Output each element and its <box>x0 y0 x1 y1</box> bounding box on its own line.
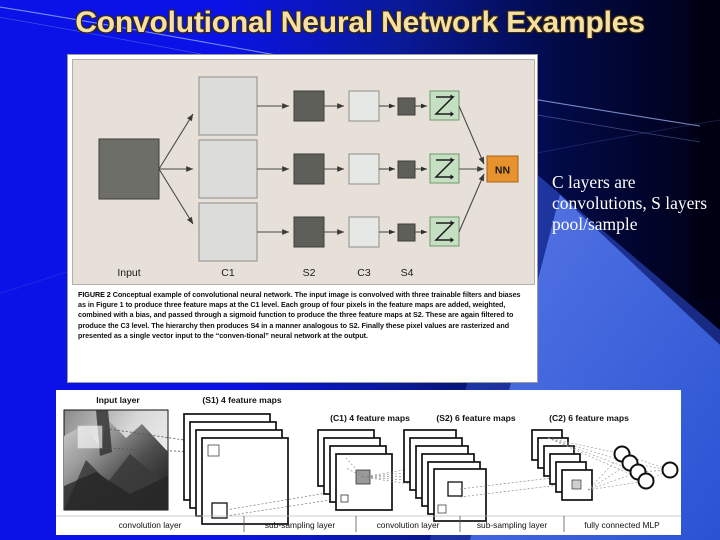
input-box <box>98 138 160 200</box>
s4-box <box>397 160 416 179</box>
s2-box <box>293 216 325 248</box>
stage-label-c1: C1 <box>221 267 235 279</box>
stage-label-input: Input <box>117 267 140 279</box>
s2-box <box>293 90 325 122</box>
fig2-label-c1: (C1) 4 feature maps <box>330 413 410 423</box>
fig2-label-c2: (C2) 6 feature maps <box>549 413 629 423</box>
nn-output-box <box>486 155 519 183</box>
s4-box <box>397 97 416 116</box>
figure-1-panel: NN Input C1 S2 C3 S4 FIGURE 2 Conceptual… <box>67 54 538 383</box>
input-image <box>63 409 169 511</box>
lenet-architecture-diagram: Input layer (S1) 4 feature maps (C1) 4 f… <box>56 390 681 535</box>
stage-label-s2: S2 <box>303 267 316 279</box>
s1-feature-map-stack <box>183 413 289 525</box>
rasterize-box <box>429 153 460 184</box>
cnn-conceptual-diagram: NN Input C1 S2 C3 S4 <box>98 76 519 279</box>
fig2-bottom-label-sub2: sub-sampling layer <box>477 520 547 530</box>
fig2-bottom-label-conv1: convolution layer <box>119 520 182 530</box>
figure-1-caption-text: Conceptual example of convolutional neur… <box>78 290 521 340</box>
note-text: C layers are convolutions, S layers pool… <box>552 172 708 234</box>
c3-box <box>348 90 380 122</box>
s2-box <box>293 153 325 185</box>
rasterize-box <box>429 216 460 247</box>
s4-box <box>397 223 416 242</box>
c3-box <box>348 216 380 248</box>
s2-feature-map-stack <box>403 429 487 522</box>
c1-feature-map-stack <box>317 429 393 511</box>
figure-1-diagram: NN Input C1 S2 C3 S4 <box>72 59 535 285</box>
fig2-label-s2: (S2) 6 feature maps <box>436 413 516 423</box>
c1-box <box>198 202 258 262</box>
c1-box <box>198 76 258 136</box>
background-accent-curve <box>0 6 701 127</box>
nn-output-label: NN <box>495 165 510 177</box>
c3-box <box>348 153 380 185</box>
figure-2-panel: Input layer (S1) 4 feature maps (C1) 4 f… <box>56 390 681 535</box>
figure-1-caption-label: FIGURE 2 <box>78 290 111 299</box>
fig2-bottom-label-sub1: sub-sampling layer <box>265 520 335 530</box>
fig2-bottom-label-mlp: fully connected MLP <box>584 520 660 530</box>
figure-1-caption: FIGURE 2 Conceptual example of convoluti… <box>73 288 535 380</box>
rasterize-box <box>429 90 460 121</box>
fig2-label-input-layer: Input layer <box>96 395 140 405</box>
c1-box <box>198 139 258 199</box>
slide-title: Convolutional Neural Network Examples <box>75 6 645 39</box>
c2-feature-map-stack <box>531 429 593 501</box>
stage-label-c3: C3 <box>357 267 371 279</box>
fig2-label-s1: (S1) 4 feature maps <box>202 395 282 405</box>
fig2-bottom-label-conv2: convolution layer <box>377 520 440 530</box>
mlp-output-nodes <box>613 445 679 490</box>
stage-label-s4: S4 <box>401 267 414 279</box>
